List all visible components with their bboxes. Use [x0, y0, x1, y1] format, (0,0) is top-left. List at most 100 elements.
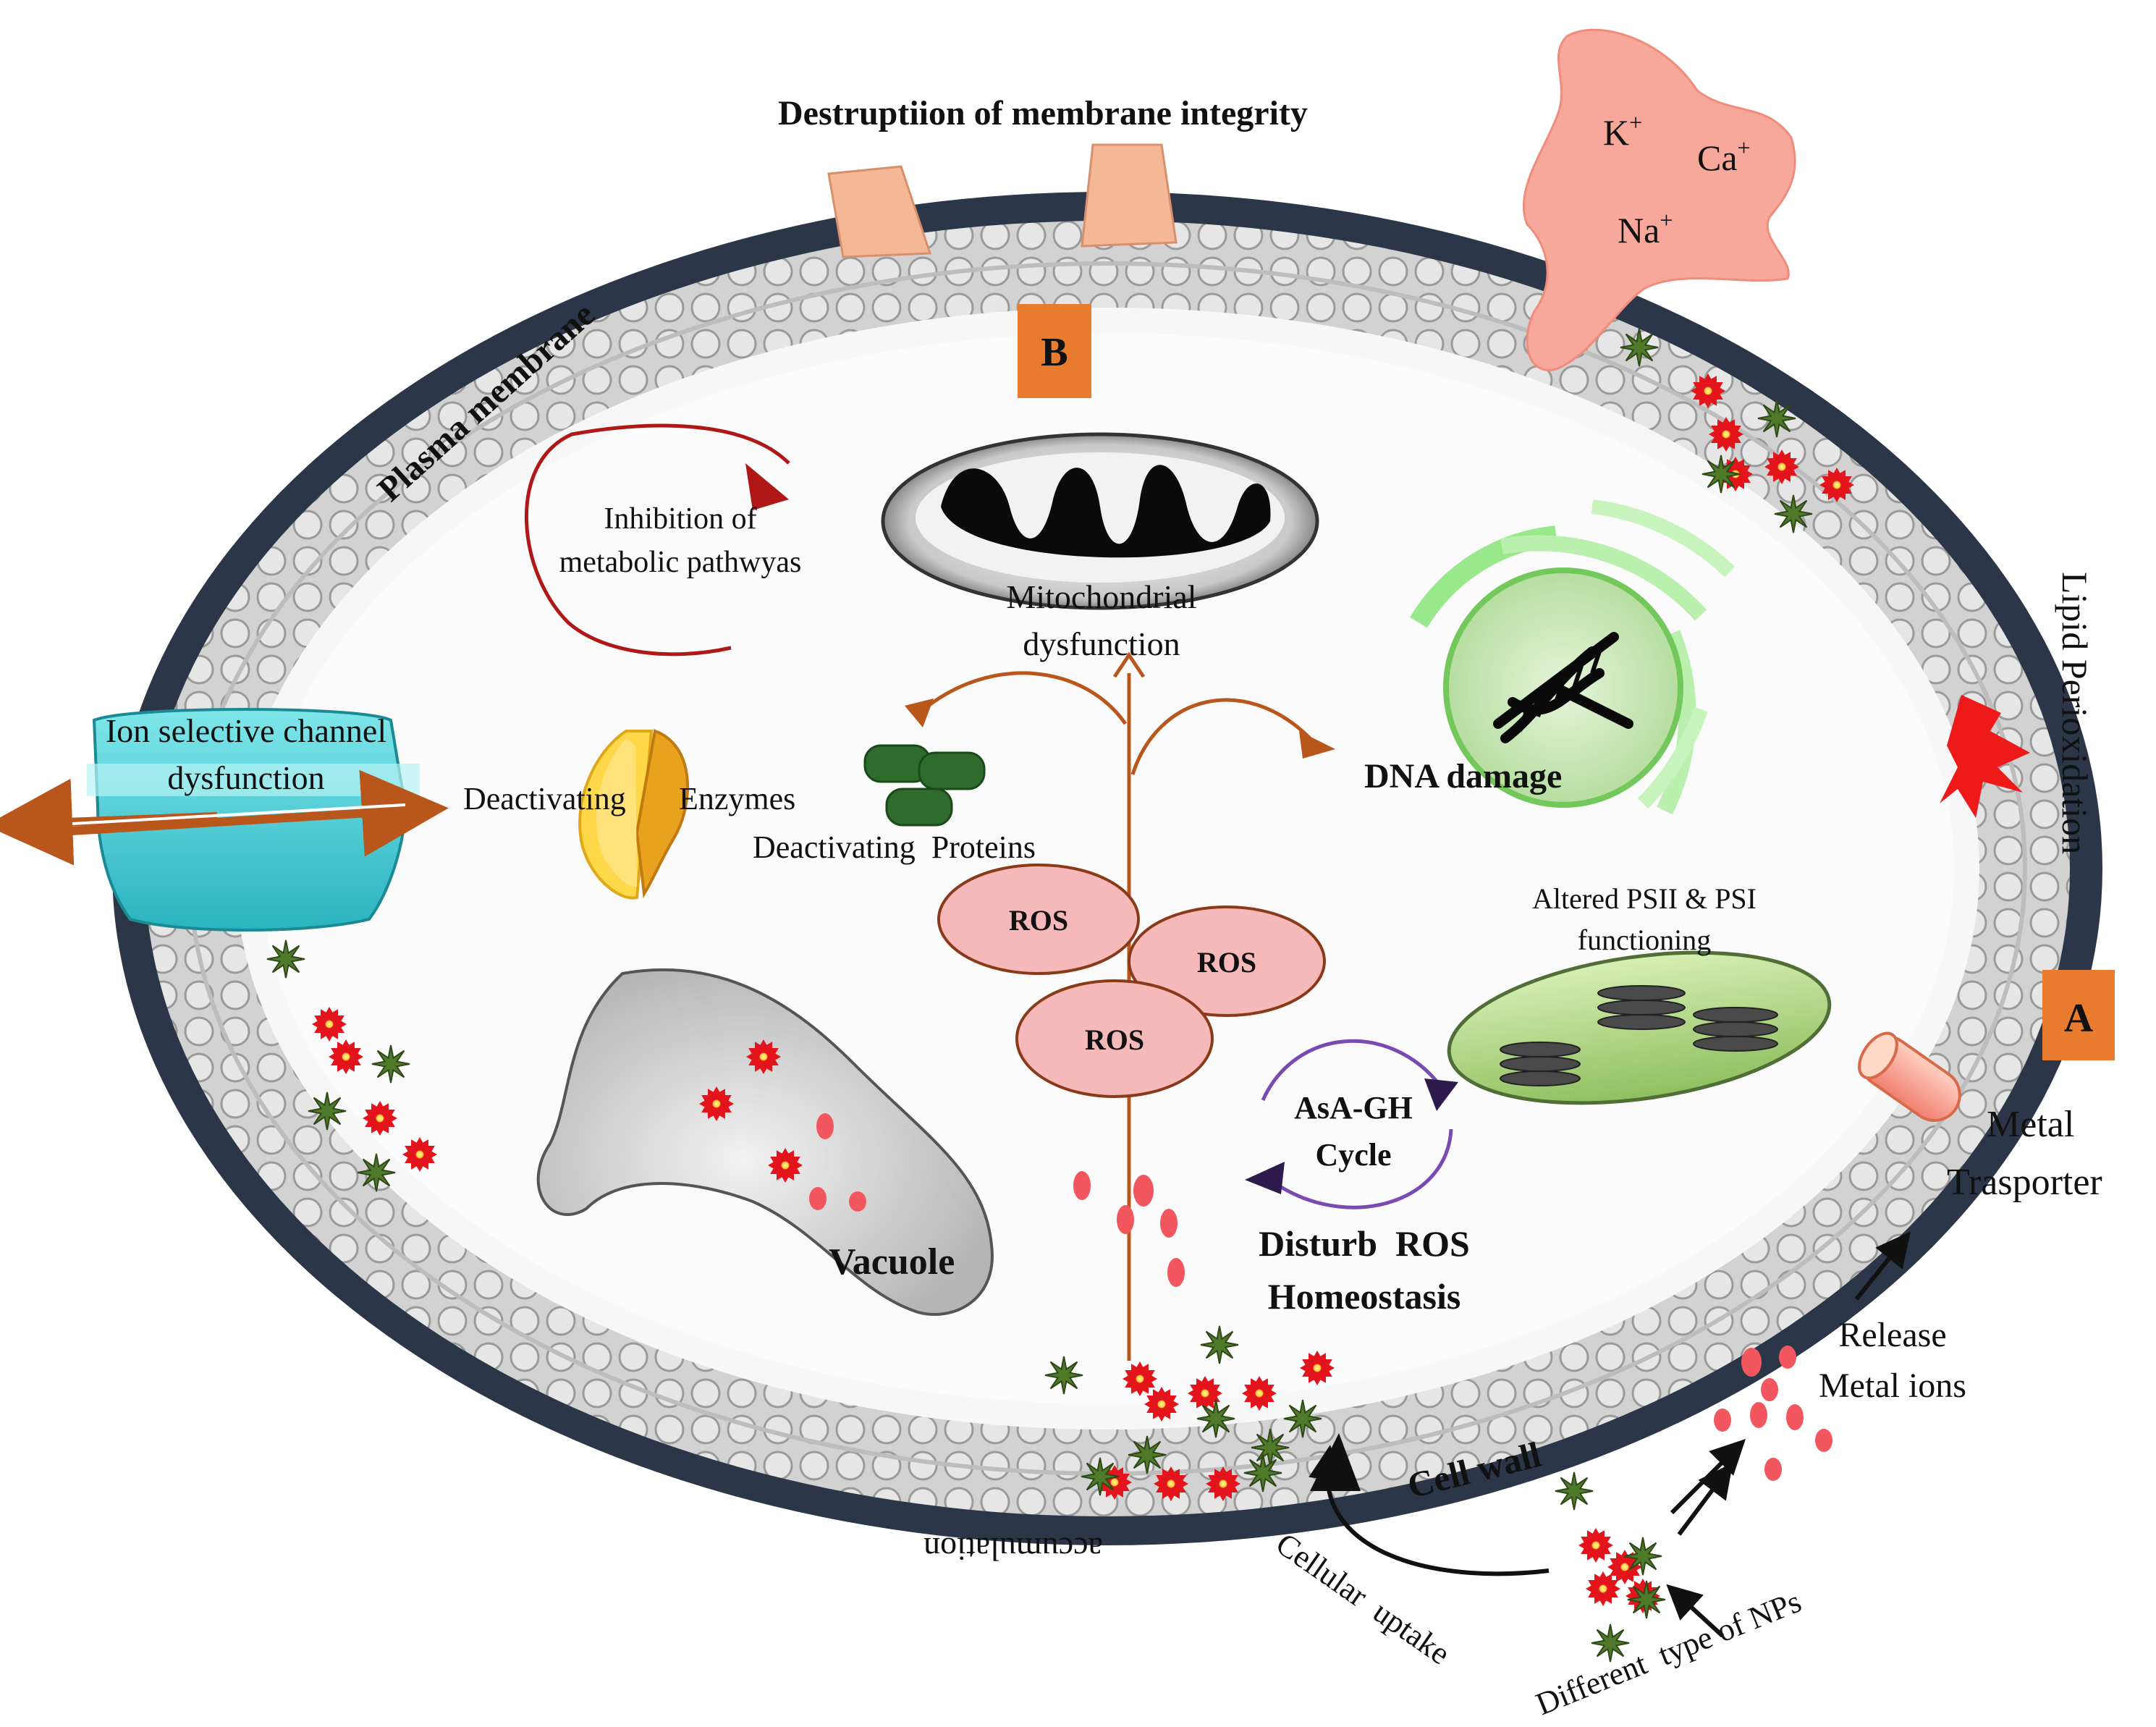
- nanoparticle-red: [1123, 1361, 1157, 1396]
- asa-arrow-head-2: [1245, 1162, 1285, 1194]
- nanoparticle-green: [1081, 1457, 1120, 1496]
- asa-label-2: Cycle: [1315, 1137, 1391, 1173]
- enzyme-icon: [578, 729, 689, 900]
- nanoparticle-green: [1044, 1356, 1083, 1395]
- panel-b-label: B: [1041, 330, 1068, 375]
- nanoparticle-red: [402, 1137, 437, 1172]
- mito-arrow-head: [1112, 651, 1146, 678]
- nanoparticle-green: [1243, 1453, 1282, 1492]
- ros-bubble-2: [1128, 905, 1326, 1017]
- ros-label-2: ROS: [1197, 946, 1256, 979]
- channel-arrow-right: [72, 769, 449, 857]
- deactivating-enzymes-label-2: Enzymes: [679, 781, 795, 816]
- metal-transporter: [1858, 1031, 1961, 1122]
- metal-ion-dots: [809, 1113, 1832, 1481]
- nanoparticle-red: [1586, 1571, 1620, 1606]
- nanoparticle-green: [1623, 1537, 1662, 1576]
- vacuole: [536, 968, 994, 1316]
- ros-bubble-3: [1015, 979, 1214, 1098]
- dna-damage-icon: [1410, 499, 1735, 815]
- nanoparticle-red: [1206, 1466, 1240, 1501]
- panel-b-box: [1018, 304, 1091, 398]
- mitochondrion: [881, 432, 1319, 610]
- nanoparticle-red: [312, 1007, 347, 1042]
- nanoparticle-green: [1283, 1399, 1322, 1438]
- disturb-label-2: Homeostasis: [1268, 1276, 1461, 1317]
- protein-arrow-head: [905, 698, 934, 727]
- lipid-peroxidation-label: Lipid Perioxidation: [2055, 572, 2095, 854]
- nanoparticle-green: [1555, 1471, 1594, 1511]
- nanoparticle-green: [1128, 1435, 1167, 1474]
- chloroplast: [1447, 950, 1832, 1105]
- membrane-pore-1: [827, 165, 932, 258]
- membrane-pore-2: [1081, 143, 1178, 248]
- nanoparticle-red: [699, 1086, 734, 1121]
- nanoparticle-red: [746, 1039, 781, 1074]
- nanoparticle-red: [1242, 1376, 1277, 1411]
- nanoparticle-red: [1578, 1528, 1613, 1563]
- mito-label-2: dysfunction: [1023, 625, 1180, 662]
- asa-cycle-arrow-top: [1261, 1039, 1442, 1102]
- inhibition-label-2: metabolic pathwyas: [559, 546, 802, 579]
- ros-bubble-1: [937, 864, 1140, 975]
- nanoparticle-red: [1819, 468, 1854, 502]
- channel-arrow-mid: [72, 803, 406, 825]
- inhibition-cycle-arrow: [524, 423, 790, 656]
- release-label-2: Metal ions: [1819, 1367, 1966, 1405]
- nanoparticle-red: [329, 1039, 363, 1074]
- nanoparticle-red: [768, 1148, 803, 1183]
- nanoparticle-green: [1701, 455, 1741, 494]
- panel-a-box: [2042, 970, 2115, 1060]
- nanoparticle-green: [1196, 1399, 1235, 1438]
- nanoparticle-red: [1154, 1466, 1188, 1501]
- nanoparticle-red: [1188, 1376, 1222, 1411]
- vacuole-label: Vacuole: [829, 1241, 955, 1283]
- nanoparticle-red: [1709, 417, 1743, 452]
- ion-cloud: [1522, 28, 1796, 371]
- nanoparticle-green: [1200, 1325, 1239, 1364]
- dna-arrow-head: [1299, 731, 1335, 759]
- nanoparticle-green: [357, 1153, 396, 1192]
- protein-icon: [863, 744, 986, 827]
- nanoparticle-red: [1691, 373, 1725, 408]
- nanoparticle-green: [1627, 1580, 1666, 1619]
- accumulation-label: accumulation: [923, 1531, 1103, 1568]
- uptake-arrows: [1309, 1231, 1911, 1638]
- release-label-1: Release: [1838, 1316, 1946, 1354]
- ion-channel-label-2: dysfunction: [167, 759, 324, 796]
- deactivating-proteins-label: Deactivating Proteins: [753, 829, 1036, 865]
- membrane-integrity-label: Destruptiion of membrane integrity: [778, 94, 1308, 132]
- different-nps-label: Different type of NPs: [1531, 1584, 1806, 1723]
- metal-transporter-label-1: Metal: [1987, 1104, 2074, 1145]
- ion-channel-label-1: Ion selective channel: [106, 712, 386, 749]
- nanoparticle-green: [266, 939, 305, 979]
- mito-label-1: Mitochondrial: [1006, 578, 1196, 615]
- ros-label-3: ROS: [1085, 1023, 1144, 1056]
- inhibition-label-1: Inhibition of: [604, 502, 756, 536]
- psii-label-1: Altered PSII & PSI: [1532, 882, 1756, 915]
- nanoparticle-red: [1300, 1351, 1335, 1385]
- nanoparticle-red: [1764, 449, 1799, 484]
- dna-damage-label: DNA damage: [1364, 757, 1562, 795]
- asa-cycle-arrow-bottom: [1280, 1128, 1453, 1209]
- deactivating-enzymes-label-1: Deactivating: [463, 781, 626, 816]
- ion-na-label: Na+: [1618, 207, 1673, 250]
- nanoparticle-red: [363, 1101, 397, 1136]
- nanoparticle-green: [371, 1044, 410, 1084]
- nanoparticle-green: [1591, 1623, 1630, 1663]
- asa-label-1: AsA-GH: [1294, 1090, 1413, 1126]
- psii-label-2: functioning: [1578, 924, 1711, 956]
- panel-a-label: A: [2064, 996, 2094, 1041]
- nanoparticle-green: [1774, 494, 1813, 533]
- nanoparticle-green: [1620, 328, 1659, 367]
- nanoparticle-green: [308, 1091, 347, 1131]
- disturb-label-1: Disturb ROS: [1259, 1223, 1470, 1264]
- metal-transporter-label-2: Trasporter: [1947, 1162, 2102, 1203]
- ion-ca-label: Ca+: [1697, 135, 1751, 178]
- nanoparticle-green: [1757, 399, 1796, 438]
- ros-label-1: ROS: [1009, 904, 1068, 937]
- inhibition-arrow-head: [745, 463, 789, 510]
- nanoparticle-red: [1144, 1387, 1179, 1422]
- asa-arrow-head-1: [1424, 1078, 1458, 1111]
